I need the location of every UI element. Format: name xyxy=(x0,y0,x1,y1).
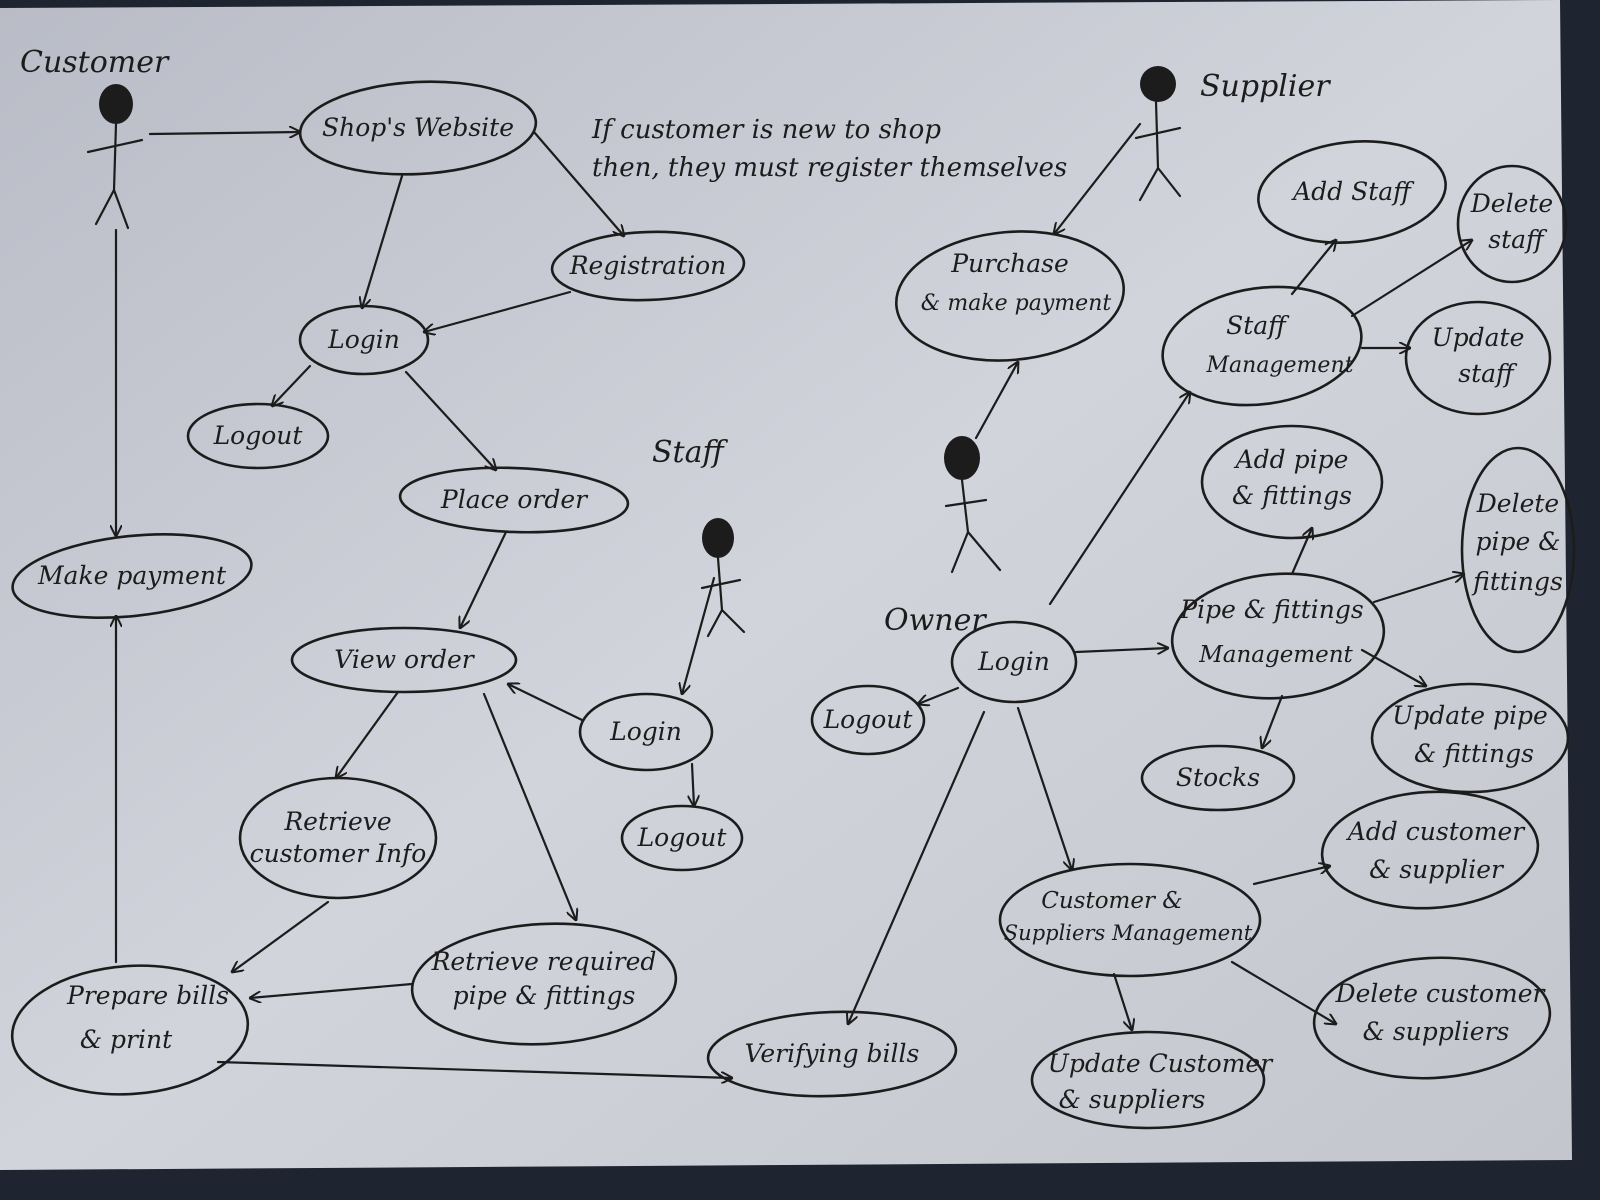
use-case-make-payment: Make payment xyxy=(11,532,253,620)
use-case-place-order: Place order xyxy=(398,466,630,534)
svg-text:Add pipe: Add pipe xyxy=(1234,445,1349,474)
use-case-update-pipe-fittings: Update pipe & fittings xyxy=(1370,682,1570,794)
svg-text:Logout: Logout xyxy=(823,705,914,734)
svg-text:& make payment: & make payment xyxy=(921,291,1112,316)
staff-label: Staff xyxy=(652,435,728,470)
svg-text:Add customer: Add customer xyxy=(1346,817,1527,846)
svg-text:Make payment: Make payment xyxy=(37,561,227,590)
use-case-add-pipe-fittings: Add pipe & fittings xyxy=(1200,424,1384,540)
svg-text:& fittings: & fittings xyxy=(1232,481,1352,510)
svg-text:Stocks: Stocks xyxy=(1176,763,1260,792)
svg-text:Suppliers Management: Suppliers Management xyxy=(1004,921,1253,945)
use-case-pipe-fittings-management: Pipe & fittings Management xyxy=(1170,572,1386,700)
use-case-delete-staff: Delete staff xyxy=(1456,164,1568,284)
svg-text:pipe &: pipe & xyxy=(1476,527,1561,556)
svg-text:Delete: Delete xyxy=(1470,189,1553,218)
supplier-label: Supplier xyxy=(1200,69,1331,104)
actor-customer: Customer xyxy=(20,45,170,230)
use-case-add-customer-supplier: Add customer & supplier xyxy=(1320,790,1540,910)
actor-supplier: Supplier xyxy=(1134,66,1331,202)
use-case-staff-logout: Logout xyxy=(620,804,744,872)
use-case-retrieve-customer-info: Retrieve customer Info xyxy=(238,776,438,900)
customer-label: Customer xyxy=(20,45,170,80)
svg-text:& fittings: & fittings xyxy=(1414,739,1534,768)
svg-text:Management: Management xyxy=(1206,353,1354,378)
svg-text:Prepare bills: Prepare bills xyxy=(66,981,229,1010)
svg-text:Update: Update xyxy=(1432,323,1525,352)
svg-text:Login: Login xyxy=(977,647,1050,676)
use-case-customer-suppliers-management: Customer & Suppliers Management xyxy=(998,862,1262,978)
svg-text:Update Customer: Update Customer xyxy=(1048,1049,1274,1078)
svg-text:Retrieve required: Retrieve required xyxy=(431,947,657,976)
svg-text:fittings: fittings xyxy=(1471,567,1563,596)
note-line-1: If customer is new to shop xyxy=(591,115,941,145)
svg-text:Registration: Registration xyxy=(569,251,727,280)
svg-text:View order: View order xyxy=(334,645,476,674)
svg-text:Delete: Delete xyxy=(1476,489,1559,518)
svg-text:Verifying bills: Verifying bills xyxy=(745,1039,920,1068)
svg-text:Management: Management xyxy=(1198,642,1353,668)
use-case-shops-website: Shop's Website xyxy=(298,80,538,176)
svg-text:customer Info: customer Info xyxy=(250,839,427,868)
use-case-owner-login: Login xyxy=(950,620,1078,704)
use-case-staff-login: Login xyxy=(578,692,714,772)
svg-text:Place order: Place order xyxy=(440,485,589,514)
svg-text:Add Staff: Add Staff xyxy=(1291,177,1415,206)
svg-text:Login: Login xyxy=(609,717,682,746)
svg-text:Login: Login xyxy=(327,325,400,354)
use-case-add-staff: Add Staff xyxy=(1257,140,1447,244)
use-case-registration: Registration xyxy=(550,230,746,302)
svg-text:staff: staff xyxy=(1488,225,1548,254)
svg-text:Pipe & fittings: Pipe & fittings xyxy=(1179,595,1363,624)
use-case-retrieve-pipe-fittings: Retrieve required pipe & fittings xyxy=(410,922,678,1046)
use-case-delete-pipe-fittings: Delete pipe & fittings xyxy=(1460,446,1576,654)
use-case-update-customer-suppliers: Update Customer & suppliers xyxy=(1030,1030,1274,1130)
svg-text:Staff: Staff xyxy=(1226,311,1290,340)
svg-text:Delete customer: Delete customer xyxy=(1335,979,1547,1008)
use-case-customer-login: Login xyxy=(298,304,430,376)
svg-text:Logout: Logout xyxy=(637,823,728,852)
use-case-staff-management: Staff Management xyxy=(1161,285,1363,407)
actor-staff: Staff xyxy=(652,435,746,638)
actor-owner: Owner xyxy=(884,436,1002,638)
use-case-purchase-payment: Purchase & make payment xyxy=(894,230,1126,362)
svg-text:Purchase: Purchase xyxy=(950,249,1069,278)
note-line-2: then, they must register themselves xyxy=(592,153,1067,183)
svg-text:& suppliers: & suppliers xyxy=(1059,1085,1206,1114)
use-case-view-order: View order xyxy=(290,626,518,694)
use-case-delete-customer-suppliers: Delete customer & suppliers xyxy=(1312,956,1552,1080)
svg-text:Retrieve: Retrieve xyxy=(283,807,391,836)
use-case-verifying-bills: Verifying bills xyxy=(706,1010,958,1098)
svg-text:Customer &: Customer & xyxy=(1041,888,1183,914)
connectors xyxy=(116,122,1472,1078)
use-case-update-staff: Update staff xyxy=(1404,300,1552,416)
svg-text:staff: staff xyxy=(1458,359,1518,388)
use-case-owner-logout: Logout xyxy=(810,684,926,756)
use-case-customer-logout: Logout xyxy=(186,402,330,470)
svg-text:& print: & print xyxy=(80,1025,173,1054)
use-case-stocks: Stocks xyxy=(1140,744,1296,812)
svg-text:& suppliers: & suppliers xyxy=(1363,1017,1510,1046)
owner-label: Owner xyxy=(884,603,987,638)
svg-text:Update pipe: Update pipe xyxy=(1392,701,1548,730)
svg-text:Shop's Website: Shop's Website xyxy=(322,113,514,142)
use-case-prepare-bills: Prepare bills & print xyxy=(10,964,250,1096)
svg-text:& supplier: & supplier xyxy=(1369,855,1505,884)
paper-sheet xyxy=(0,0,1572,1170)
svg-text:Logout: Logout xyxy=(213,421,304,450)
svg-text:pipe & fittings: pipe & fittings xyxy=(453,981,636,1010)
